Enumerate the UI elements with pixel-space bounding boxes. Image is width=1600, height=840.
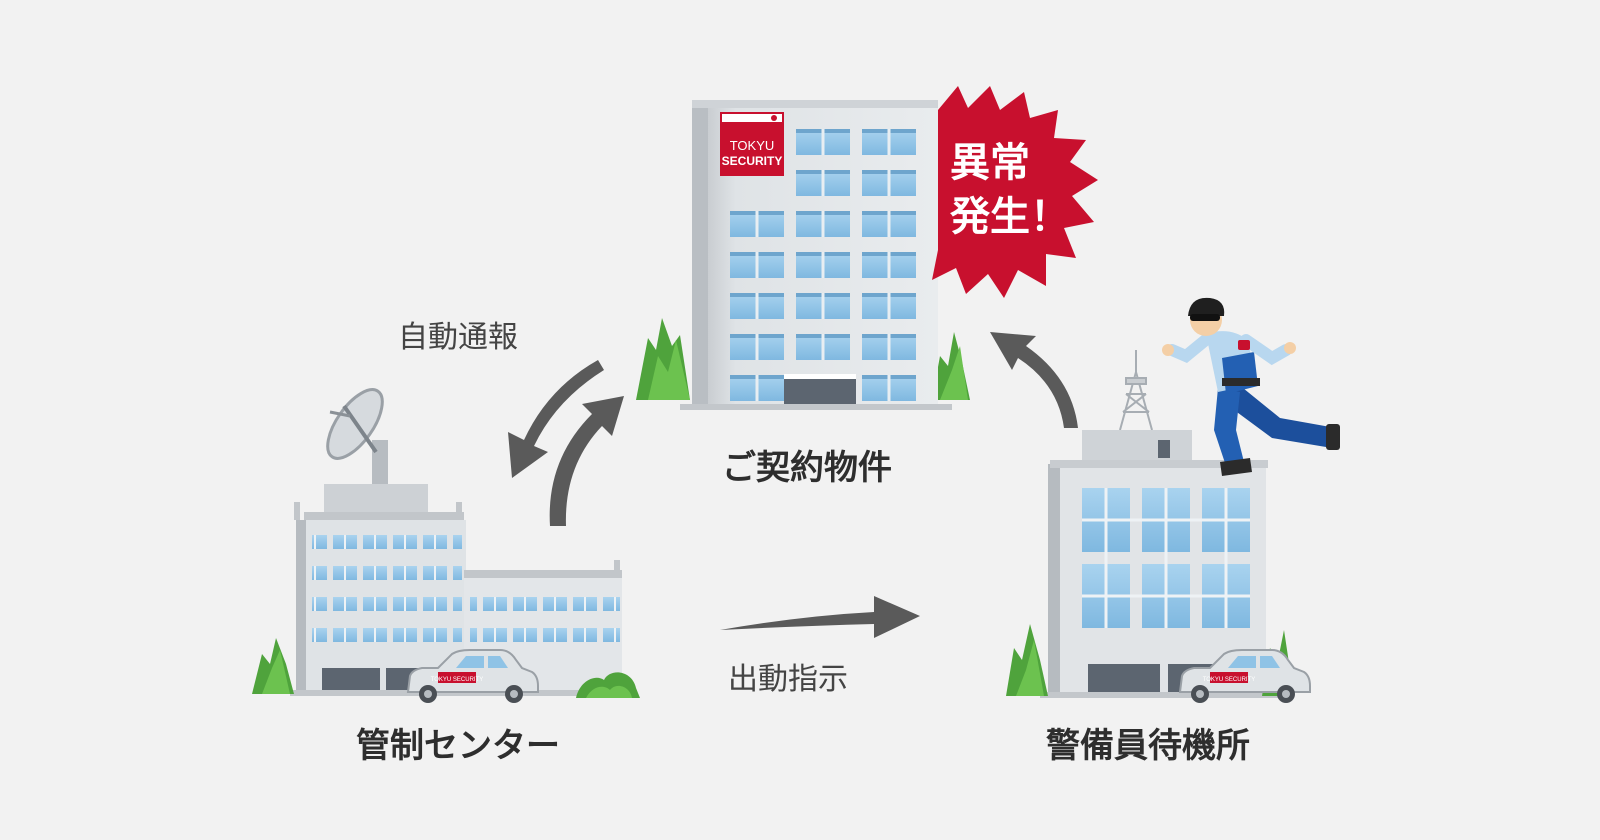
tree-icon bbox=[252, 638, 294, 694]
control-center-label: 管制センター bbox=[356, 726, 560, 766]
antenna-tower-icon bbox=[1119, 350, 1153, 431]
sign-line2: SECURITY bbox=[722, 154, 783, 168]
auto-report-label: 自動通報 bbox=[398, 320, 518, 355]
alert-line2: 発生！ bbox=[950, 194, 1070, 240]
tree-icon bbox=[636, 318, 690, 400]
tree-icon bbox=[576, 672, 640, 698]
tree-icon bbox=[932, 332, 970, 400]
car-sign: TOKYU SECURITY bbox=[1203, 677, 1256, 683]
sign-line1: TOKYU bbox=[730, 138, 775, 153]
guard-station-label: 警備員待機所 bbox=[1046, 726, 1250, 766]
property-label: ご契約物件 bbox=[722, 448, 892, 488]
patrol-car-icon: TOKYU SECURITY bbox=[1178, 649, 1311, 703]
control-center-building: TOKYU SECURITY bbox=[252, 388, 640, 703]
patrol-car-icon: TOKYU SECURITY bbox=[406, 649, 539, 703]
arrow-to-property bbox=[990, 332, 1078, 428]
arrow-report-up bbox=[549, 396, 624, 526]
arrow-report-down bbox=[508, 360, 604, 478]
satellite-dish-icon bbox=[326, 388, 388, 488]
alert-burst bbox=[932, 86, 1098, 298]
arrow-dispatch bbox=[720, 596, 920, 638]
alert-line1: 異常 bbox=[950, 140, 1030, 186]
running-guard-icon bbox=[1162, 297, 1340, 476]
tokyu-security-sign: TOKYU SECURITY bbox=[720, 112, 784, 176]
dispatch-label: 出動指示 bbox=[728, 662, 848, 697]
guard-station-building: TOKYU SECURITY bbox=[1006, 350, 1311, 703]
tree-icon bbox=[1006, 624, 1048, 696]
property-building: TOKYU SECURITY bbox=[636, 100, 970, 410]
car-sign: TOKYU SECURITY bbox=[431, 677, 484, 683]
alert-text: 異常 発生！ bbox=[950, 136, 1070, 244]
